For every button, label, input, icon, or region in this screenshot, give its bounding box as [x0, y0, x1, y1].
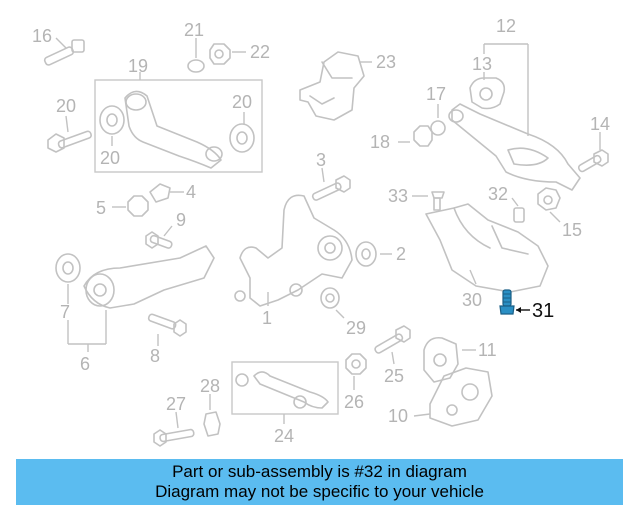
callout-23: 22	[250, 42, 270, 62]
banner-line-1: Part or sub-assembly is #32 in diagram	[172, 462, 467, 481]
callout-15: 15	[562, 220, 582, 240]
callout-21: 20	[56, 96, 76, 116]
part-22-washer[interactable]	[187, 59, 205, 73]
callout-32: 31	[532, 300, 554, 322]
callout-3: 3	[316, 150, 326, 170]
callout-7: 7	[60, 302, 70, 322]
parts-diagram: 16 21 22 12 19 23 13 20 20 17 14 18 20 3…	[32, 16, 610, 447]
part-8-bolt[interactable]	[147, 313, 187, 337]
part-1-knuckle[interactable]	[234, 194, 353, 307]
part-21-bolt[interactable]	[47, 130, 92, 153]
part-2-bushing[interactable]	[355, 241, 377, 267]
callout-9: 9	[176, 210, 186, 230]
callout-33: 32	[488, 184, 508, 204]
part-18-nut[interactable]	[413, 125, 433, 147]
part-6-trailing-arm[interactable]	[83, 245, 215, 309]
banner-line-2: Diagram may not be specific to your vehi…	[155, 482, 484, 501]
part-31-bracket[interactable]	[425, 203, 549, 293]
callout-8: 8	[150, 346, 160, 366]
callout-27: 26	[344, 392, 364, 412]
part-7-bushing[interactable]	[55, 253, 81, 283]
part-34-bolt[interactable]	[431, 191, 445, 211]
callout-20b: 20	[100, 148, 120, 168]
callout-12: 12	[496, 16, 516, 36]
callout-24: 23	[376, 52, 396, 72]
part-33-pin[interactable]	[513, 207, 525, 223]
callout-17: 17	[426, 84, 446, 104]
part-5-nut[interactable]	[127, 195, 149, 217]
part-13-bushing[interactable]	[469, 77, 506, 110]
part-14-bolt[interactable]	[577, 149, 609, 173]
callout-18: 18	[370, 132, 390, 152]
part-24-bracket[interactable]	[299, 51, 365, 121]
part-27-nut[interactable]	[345, 353, 367, 375]
callout-2: 2	[396, 244, 406, 264]
callout-13: 13	[472, 54, 492, 74]
part-16-bolt[interactable]	[43, 39, 85, 66]
part-28-bolt[interactable]	[153, 428, 195, 447]
part-12-lower-arm[interactable]	[448, 103, 581, 191]
callout-4: 4	[186, 182, 196, 202]
part-32-bolt[interactable]	[499, 289, 515, 315]
callout-11: 11	[478, 340, 497, 360]
part-30-bushing[interactable]	[320, 287, 340, 309]
part-20-bushing-left[interactable]	[99, 105, 125, 135]
part-9-bolt[interactable]	[145, 231, 173, 249]
part-26-bolt[interactable]	[374, 325, 411, 354]
info-banner: Part or sub-assembly is #32 in diagram D…	[16, 459, 623, 505]
part-17-washer[interactable]	[430, 120, 446, 136]
part-23-nut[interactable]	[209, 43, 231, 65]
part-29-clip[interactable]	[203, 411, 221, 437]
callout-30: 29	[346, 318, 366, 338]
part-3-bolt[interactable]	[311, 175, 351, 201]
callout-25: 24	[274, 426, 294, 446]
callout-26: 25	[384, 366, 404, 386]
callout-16: 16	[32, 26, 52, 46]
callout-20a: 20	[232, 92, 252, 112]
callout-29: 28	[200, 376, 220, 396]
callout-14: 14	[590, 114, 610, 134]
part-25-box	[231, 361, 339, 415]
callout-5: 5	[96, 198, 106, 218]
part-25-link[interactable]	[235, 371, 329, 409]
part-20-bushing-right[interactable]	[229, 123, 255, 153]
callout-19: 19	[128, 56, 148, 76]
callout-1: 1	[262, 308, 272, 328]
part-15-nut[interactable]	[537, 187, 561, 211]
callout-34: 33	[388, 186, 408, 206]
callout-6: 6	[80, 354, 90, 374]
callout-31: 30	[462, 290, 482, 310]
part-11-mount[interactable]	[423, 336, 459, 383]
part-4-clip[interactable]	[149, 183, 171, 203]
callout-28: 27	[166, 394, 186, 414]
callout-10: 10	[388, 406, 408, 426]
part-19-box	[94, 79, 263, 173]
callout-22: 21	[184, 20, 204, 40]
part-19-upper-arm[interactable]	[124, 90, 223, 169]
part-10-mount[interactable]	[429, 367, 493, 427]
